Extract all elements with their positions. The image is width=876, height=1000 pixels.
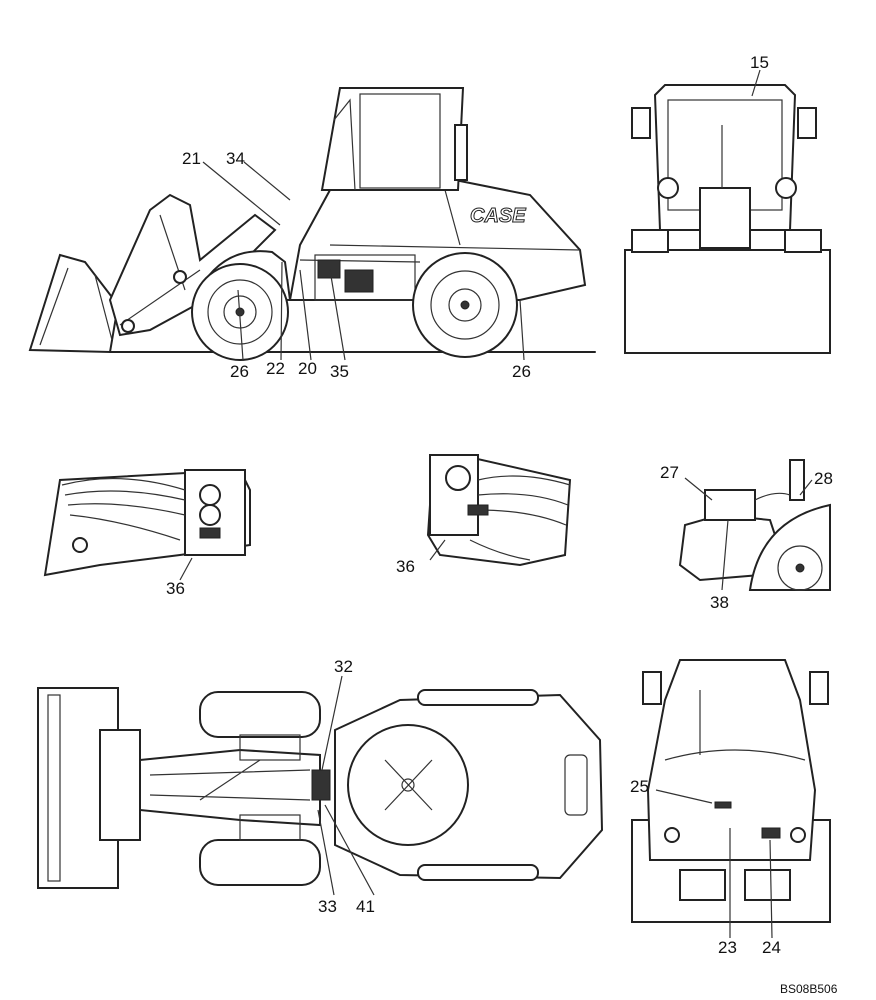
callout-20: 20 bbox=[298, 359, 317, 378]
cab-drawing bbox=[320, 87, 465, 191]
callout-34: 34 bbox=[226, 149, 245, 168]
callout-26-rear: 26 bbox=[512, 362, 531, 381]
callout-35: 35 bbox=[330, 362, 349, 381]
rear-wheel-drawing bbox=[412, 252, 518, 358]
document-code: BS08B506 bbox=[780, 982, 838, 996]
detail-center-view: 36 bbox=[396, 453, 572, 576]
callout-26-front: 26 bbox=[230, 362, 249, 381]
callout-25: 25 bbox=[630, 777, 649, 796]
callout-41: 41 bbox=[356, 897, 375, 916]
callout-23: 23 bbox=[718, 938, 737, 957]
callout-22: 22 bbox=[266, 359, 285, 378]
callout-28: 28 bbox=[814, 469, 833, 488]
top-view: 32 33 41 bbox=[37, 657, 604, 916]
callout-38: 38 bbox=[710, 593, 729, 612]
callout-15: 15 bbox=[750, 53, 769, 72]
callout-36-center: 36 bbox=[396, 557, 415, 576]
callout-21: 21 bbox=[182, 149, 201, 168]
side-view: CASE 21 34 26 22 20 35 26 bbox=[28, 87, 596, 381]
front-blade-drawing bbox=[624, 249, 831, 354]
callout-27: 27 bbox=[660, 463, 679, 482]
callout-24: 24 bbox=[762, 938, 781, 957]
boom-arm-drawing bbox=[108, 193, 277, 337]
detail-right-view: 27 28 38 bbox=[660, 459, 833, 612]
callout-32: 32 bbox=[334, 657, 353, 676]
detail-left-view: 36 bbox=[43, 468, 251, 598]
svg-text:CASE: CASE bbox=[470, 205, 526, 227]
callout-36-left: 36 bbox=[166, 579, 185, 598]
rear-view: 25 23 24 bbox=[630, 659, 831, 957]
callout-33: 33 bbox=[318, 897, 337, 916]
front-view: 15 bbox=[624, 53, 831, 354]
